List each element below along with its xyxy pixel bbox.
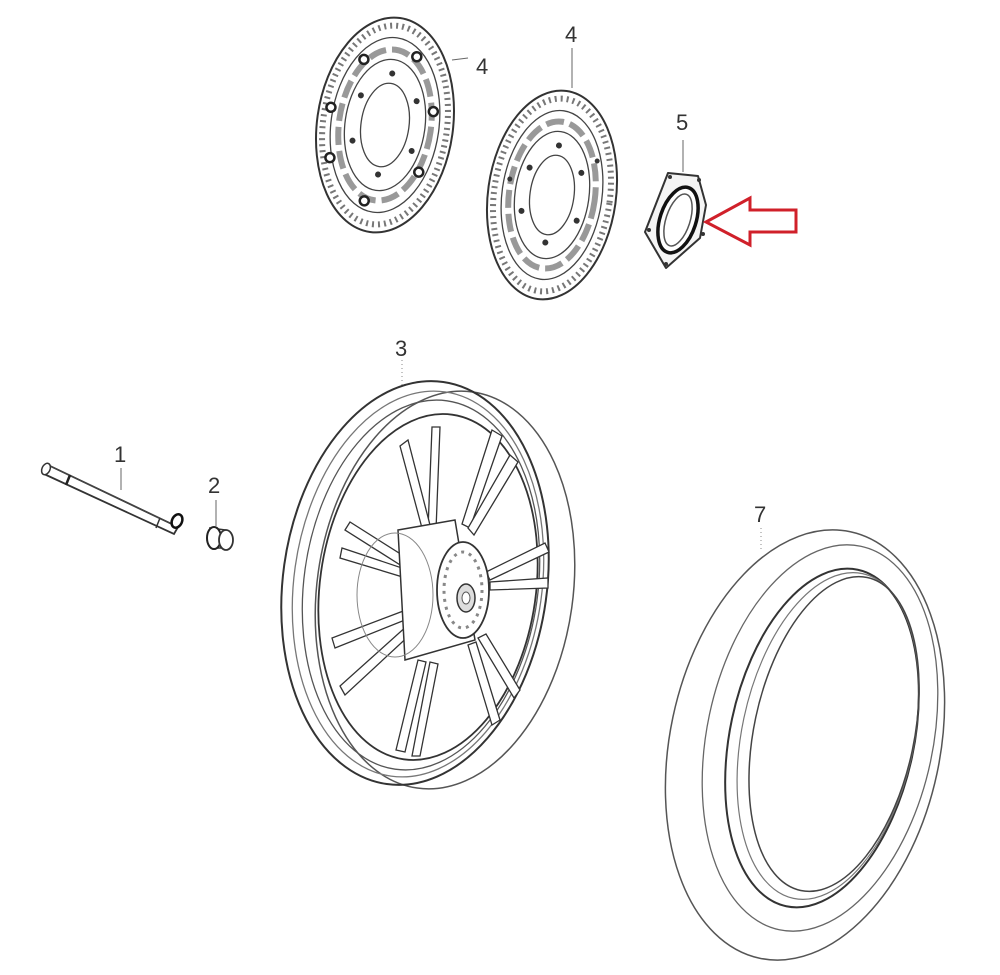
part-label-7: 7 xyxy=(754,502,766,527)
spacer xyxy=(206,526,234,551)
part-label-2: 2 xyxy=(208,473,220,498)
part-label-4b: 4 xyxy=(565,22,577,47)
tire xyxy=(664,529,946,961)
highlight-arrow-icon xyxy=(702,195,798,248)
seal-plate xyxy=(644,172,707,269)
part-label-1: 1 xyxy=(114,442,126,467)
leader-line-4a xyxy=(451,57,469,61)
part-label-4a: 4 xyxy=(476,54,488,79)
brake-disc-right xyxy=(485,89,619,301)
brake-disc-left xyxy=(315,16,455,234)
wheel-rim xyxy=(280,380,576,790)
axle xyxy=(40,462,184,536)
part-label-5: 5 xyxy=(676,110,688,135)
part-label-3: 3 xyxy=(395,336,407,361)
